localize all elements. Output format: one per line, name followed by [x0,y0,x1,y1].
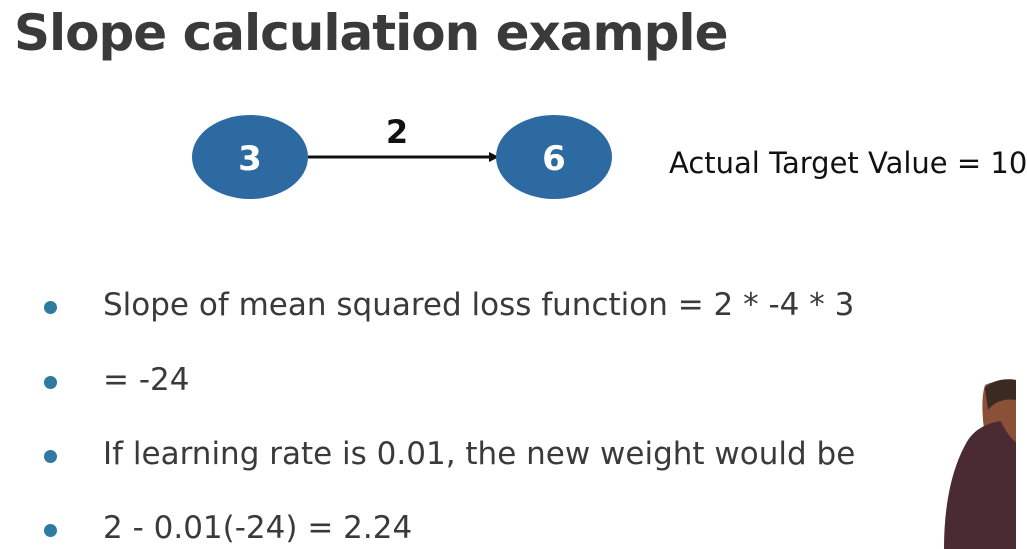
bullet-text: = -24 [103,362,190,398]
input-node: 3 [192,115,308,199]
bullet-text: If learning rate is 0.01, the new weight… [103,436,856,472]
bullet-dot-icon [44,376,57,389]
input-node-value: 3 [238,139,262,179]
bullet-text: Slope of mean squared loss function = 2 … [103,287,855,323]
slide-title: Slope calculation example [14,4,728,62]
bullet-text: 2 - 0.01(-24) = 2.24 [103,510,413,546]
edge-weight-label: 2 [386,113,408,151]
bullet-dot-icon [44,301,57,314]
output-node: 6 [496,115,612,199]
bullet-dot-icon [44,450,57,463]
target-value-label: Actual Target Value = 10 [669,146,1027,180]
bullet-dot-icon [44,524,57,537]
output-node-value: 6 [542,139,566,179]
